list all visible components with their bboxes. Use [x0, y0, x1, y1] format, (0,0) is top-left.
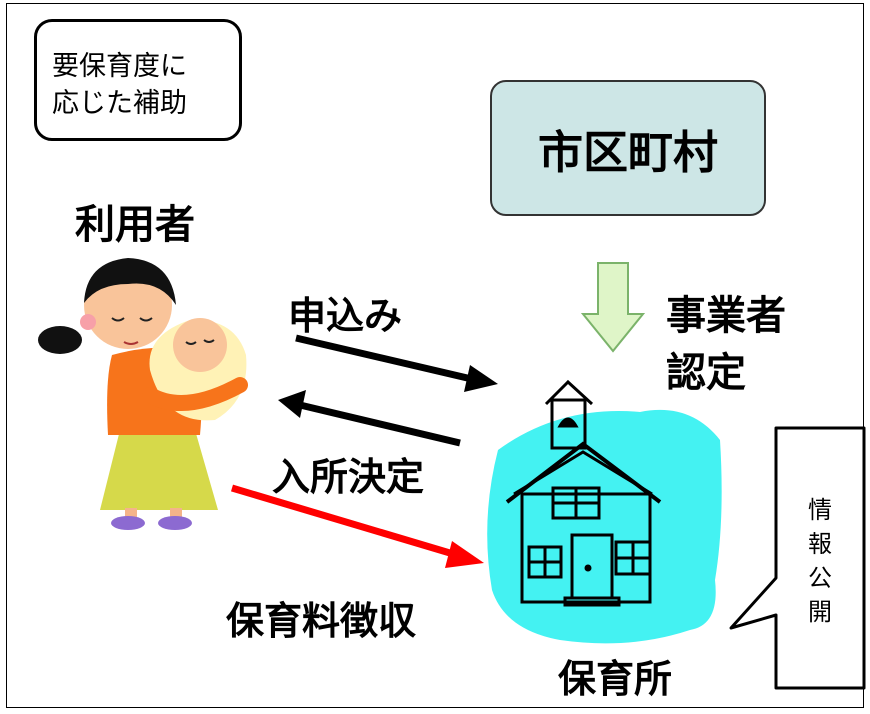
admission-label: 入所決定	[272, 455, 425, 499]
info-disclosure-bubble	[729, 426, 866, 690]
info-disclosure-text: 情 報 公 開	[800, 493, 840, 629]
certification-down-arrow	[580, 262, 646, 353]
mother-shoe-right	[158, 516, 192, 530]
municipality-label: 市区町村	[537, 125, 718, 179]
mother-ponytail	[38, 326, 82, 354]
mother-shoe-left	[111, 516, 145, 530]
subsidy-note-line2: 応じた補助	[52, 88, 187, 119]
application-arrowhead	[464, 365, 498, 392]
fee-label: 保育料徴収	[226, 599, 417, 643]
mother-baby-illustration	[38, 258, 248, 530]
mother-arm	[142, 377, 248, 411]
subsidy-note-text: 要保育度に 応じた補助	[52, 48, 187, 122]
nursery-background	[487, 409, 722, 644]
baby-face	[173, 318, 227, 372]
nursery-label: 保育所	[558, 657, 673, 701]
nursery-building-icon	[505, 379, 662, 607]
fee-arrow	[230, 484, 462, 560]
admission-arrowhead	[278, 390, 306, 418]
subsidy-note-box	[34, 19, 242, 141]
admission-arrow	[299, 401, 461, 447]
subsidy-note-line1: 要保育度に	[52, 51, 187, 82]
operator-label-line1: 事業者	[666, 293, 786, 339]
info-disclosure-char: 情	[808, 496, 832, 524]
municipality-box: 市区町村	[490, 80, 766, 216]
application-label: 申込み	[288, 294, 403, 338]
info-disclosure-char: 報	[808, 530, 832, 558]
mother-skirt	[100, 430, 218, 510]
info-disclosure-char: 公	[808, 564, 832, 592]
info-disclosure-char: 開	[808, 598, 832, 626]
application-arrow	[295, 334, 477, 384]
user-label: 利用者	[75, 202, 195, 248]
fee-arrowhead	[445, 541, 484, 568]
operator-label-line2: 認定	[666, 350, 746, 396]
mother-hair	[84, 258, 176, 305]
